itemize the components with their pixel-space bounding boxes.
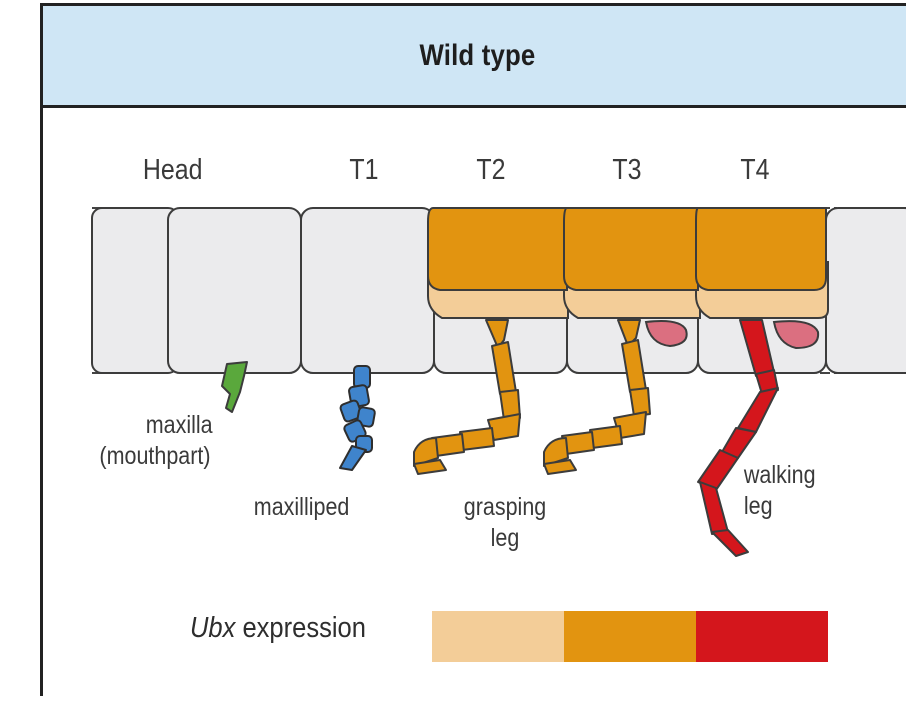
tergite-t2: [428, 208, 567, 290]
legend-swatch-low: [432, 611, 564, 662]
segment-label-head: Head: [143, 154, 203, 187]
grasping-label-line1: grasping: [449, 492, 561, 523]
walking-label-line1: walking: [744, 460, 816, 491]
body-segment-head: [168, 208, 301, 373]
tergite-t3: [564, 208, 698, 290]
body-segment-tail: [826, 208, 906, 373]
segment-label-t4: T4: [740, 154, 769, 187]
legend-ubx-text: Ubx: [190, 612, 235, 644]
maxilla-label-line1: maxilla: [82, 410, 228, 441]
maxilla-label-line2: (mouthpart): [82, 441, 228, 472]
maxilla-appendage: [222, 362, 247, 412]
grasping-leg-label: grasping leg: [449, 492, 561, 554]
maxilla-label: maxilla (mouthpart): [82, 410, 228, 472]
walking-leg-label: walking leg: [744, 460, 816, 522]
walking-label-line2: leg: [744, 491, 816, 522]
segment-label-t2: T2: [476, 154, 505, 187]
maxilliped-appendage: [339, 366, 375, 470]
segment-label-t1: T1: [349, 154, 378, 187]
legend-swatch-mid: [564, 611, 696, 662]
tergite-t4: [696, 208, 826, 290]
ubx-expression-legend-bar: [432, 611, 828, 662]
segment-label-t3: T3: [612, 154, 641, 187]
maxilliped-label: maxilliped: [254, 492, 350, 523]
body-segment-0: [92, 208, 178, 373]
legend-title: Ubx expression: [190, 612, 366, 645]
grasping-label-line2: leg: [449, 523, 561, 554]
body-segment-t1: [301, 208, 434, 373]
legend-expression-text: expression: [235, 612, 366, 644]
legend-swatch-high: [696, 611, 828, 662]
